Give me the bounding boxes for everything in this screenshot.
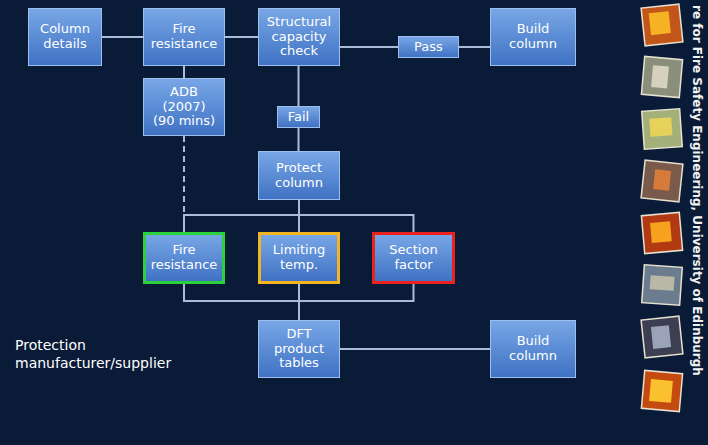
connector-line (183, 66, 185, 78)
box-text: Column details (33, 22, 97, 52)
connector-line (184, 284, 299, 320)
property-box: Fire resistance (143, 232, 225, 284)
pass-label-box: Pass (398, 36, 459, 58)
box-text: Build column (495, 22, 571, 52)
photo-tiles (641, 4, 683, 411)
connector-line (340, 348, 490, 350)
process-box: Protect column (258, 151, 340, 200)
box-text: Fire resistance (150, 243, 218, 273)
connector-line (102, 36, 143, 38)
box-text: Limiting temp. (265, 243, 333, 273)
connector-line (298, 66, 300, 106)
property-box: Limiting temp. (258, 232, 340, 284)
connector-line (298, 128, 300, 151)
input-box: Column details (28, 8, 102, 66)
fail-label-box: Fail (277, 106, 320, 128)
box-text: DFT product tables (263, 327, 335, 372)
standard-box: ADB (2007) (90 mins) (143, 78, 225, 136)
connector-line (299, 284, 414, 320)
connector-line (340, 46, 398, 48)
connector-line (299, 200, 414, 232)
box-text: Build column (495, 334, 571, 364)
box-text: ADB (2007) (90 mins) (151, 85, 217, 130)
box-text: Fire resistance (148, 22, 220, 52)
check-box: Structural capacity check (258, 8, 340, 66)
box-text: Structural capacity check (263, 15, 335, 60)
box-text: Pass (414, 40, 443, 55)
box-text: Section factor (379, 243, 448, 273)
outcome-box: Build column (490, 320, 576, 378)
property-box: Section factor (372, 232, 455, 284)
process-box: Fire resistance (143, 8, 225, 66)
connector-line (459, 46, 490, 48)
note-text: Protection manufacturer/supplier (15, 337, 245, 372)
box-text: Fail (288, 110, 309, 125)
outcome-box: Build column (490, 8, 576, 66)
box-text: Protect column (263, 161, 335, 191)
connector-line (184, 200, 299, 232)
vertical-credit-text: re for Fire Safety Engineering, Universi… (690, 5, 704, 376)
table-box: DFT product tables (258, 320, 340, 378)
connector-line (225, 36, 258, 38)
